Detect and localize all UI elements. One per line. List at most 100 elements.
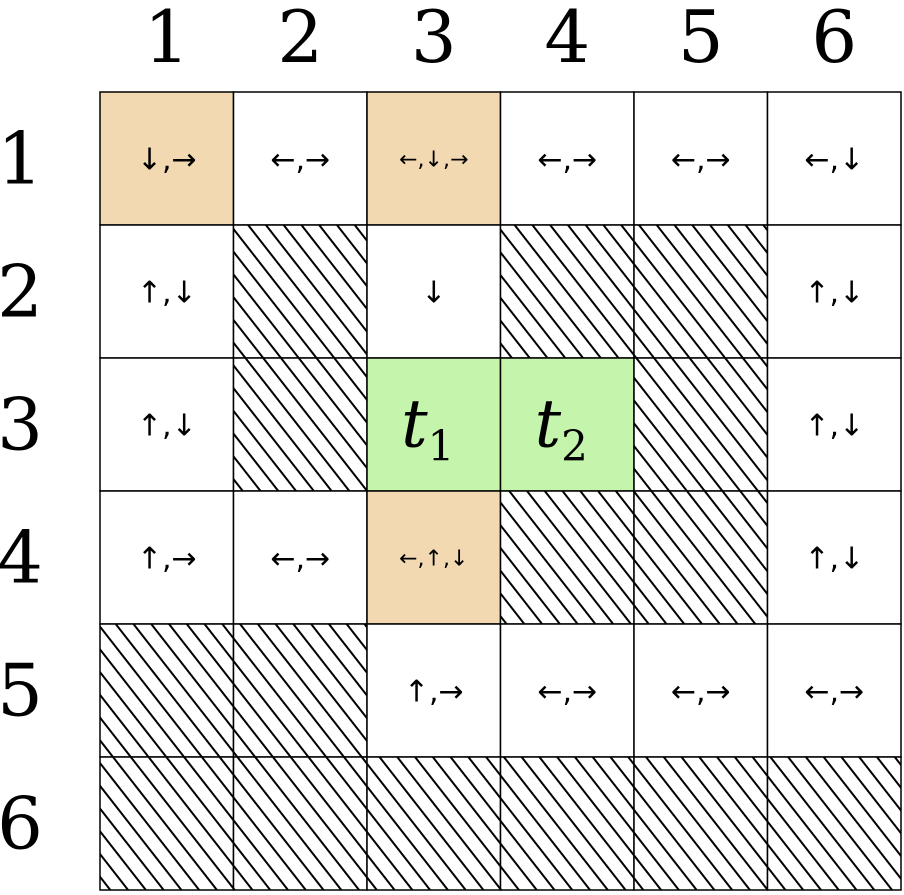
cell-background [633,91,769,226]
cell-r3-c5 [633,357,769,492]
move-arrows-label: ↑,↓ [804,409,864,444]
cell-r1-c4: ←,→ [499,91,635,226]
cell-r4-c3: ←,↑,↓ [366,490,502,625]
cell-r6-c5 [633,756,769,891]
blocked-cell-hatch [633,357,769,492]
blocked-cell-hatch [633,756,769,891]
move-arrows-label: ←,→ [804,675,864,710]
move-arrows-label: ←,↑,↓ [399,547,468,572]
blocked-cell-hatch [633,224,769,359]
cell-r2-c5 [633,224,769,359]
move-arrows-label: ↑,→ [137,542,197,577]
cell-background [366,224,502,359]
cell-r4-c1: ↑,→ [99,490,235,625]
cell-r3-c2 [232,357,368,492]
cell-background [366,91,502,226]
cell-r2-c6: ↑,↓ [766,224,902,359]
cell-r2-c3: ↓ [366,224,502,359]
cell-background [499,357,635,492]
cell-r1-c1: ↓,→ [99,91,235,226]
blocked-cell-hatch [232,357,368,492]
cell-r2-c1: ↑,↓ [99,224,235,359]
blocked-cell-hatch [633,490,769,625]
blocked-cell-hatch [232,756,368,891]
cell-r4-c2: ←,→ [232,490,368,625]
column-label-5: 5 [678,0,724,79]
cell-r1-c2: ←,→ [232,91,368,226]
row-label-2: 2 [0,250,43,334]
cell-r5-c5: ←,→ [633,623,769,758]
blocked-cell-hatch [99,756,235,891]
cell-background [232,91,368,226]
move-arrows-label: ↑,↓ [137,409,197,444]
move-arrows-label: ←,→ [671,675,731,710]
cell-r5-c3: ↑,→ [366,623,502,758]
blocked-cell-hatch [499,490,635,625]
column-label-3: 3 [411,0,457,79]
column-label-2: 2 [277,0,323,79]
cell-background [366,490,502,625]
row-label-1: 1 [0,117,43,201]
move-arrows-label: ←,↓,→ [399,148,468,173]
cell-background [99,490,235,625]
target-subscript: 2 [561,422,588,471]
cell-background [766,490,902,625]
blocked-cell-hatch [232,623,368,758]
blocked-cell-hatch [499,224,635,359]
cell-r5-c6: ←,→ [766,623,902,758]
move-arrows-label: ↑,↓ [804,276,864,311]
blocked-cell-hatch [232,224,368,359]
cell-background [633,623,769,758]
move-arrows-label: ↓,→ [137,143,197,178]
cell-background [499,91,635,226]
cell-r3-c3: t1 [366,357,502,492]
cell-r2-c2 [232,224,368,359]
cell-r5-c2 [232,623,368,758]
move-arrows-label: ↑,↓ [137,276,197,311]
cell-background [766,91,902,226]
cell-r6-c6 [766,756,902,891]
cell-r4-c6: ↑,↓ [766,490,902,625]
column-label-4: 4 [544,0,590,79]
cell-background [99,357,235,492]
blocked-cell-hatch [499,756,635,891]
move-arrows-label: ↑,↓ [804,542,864,577]
blocked-cell-hatch [99,623,235,758]
cell-background [366,623,502,758]
row-label-4: 4 [0,516,43,600]
cell-r4-c5 [633,490,769,625]
column-label-6: 6 [811,0,857,79]
cell-r1-c3: ←,↓,→ [366,91,502,226]
target-letter: t [401,386,428,463]
target-letter: t [535,386,562,463]
blocked-cell-hatch [766,756,902,891]
cell-r3-c6: ↑,↓ [766,357,902,492]
cell-r2-c4 [499,224,635,359]
move-arrows-label: ↑,→ [404,675,464,710]
target-label: t1 [401,386,454,471]
row-label-5: 5 [0,649,43,733]
target-label: t2 [535,386,588,471]
move-arrows-label: ←,↓ [804,143,864,178]
blocked-cell-hatch [366,756,502,891]
cell-r6-c1 [99,756,235,891]
move-arrows-label: ←,→ [270,542,330,577]
move-arrows-label: ←,→ [537,143,597,178]
cell-r3-c1: ↑,↓ [99,357,235,492]
cell-r5-c4: ←,→ [499,623,635,758]
target-subscript: 1 [428,422,455,471]
cell-r6-c2 [232,756,368,891]
move-arrows-label: ←,→ [270,143,330,178]
row-label-3: 3 [0,383,43,467]
move-arrows-label: ←,→ [671,143,731,178]
cell-r4-c4 [499,490,635,625]
cell-r6-c3 [366,756,502,891]
move-arrows-label: ←,→ [537,675,597,710]
move-arrows-label: ↓ [421,276,446,311]
row-label-6: 6 [0,782,43,866]
column-label-1: 1 [144,0,190,79]
cell-r1-c6: ←,↓ [766,91,902,226]
cell-r6-c4 [499,756,635,891]
cell-r5-c1 [99,623,235,758]
